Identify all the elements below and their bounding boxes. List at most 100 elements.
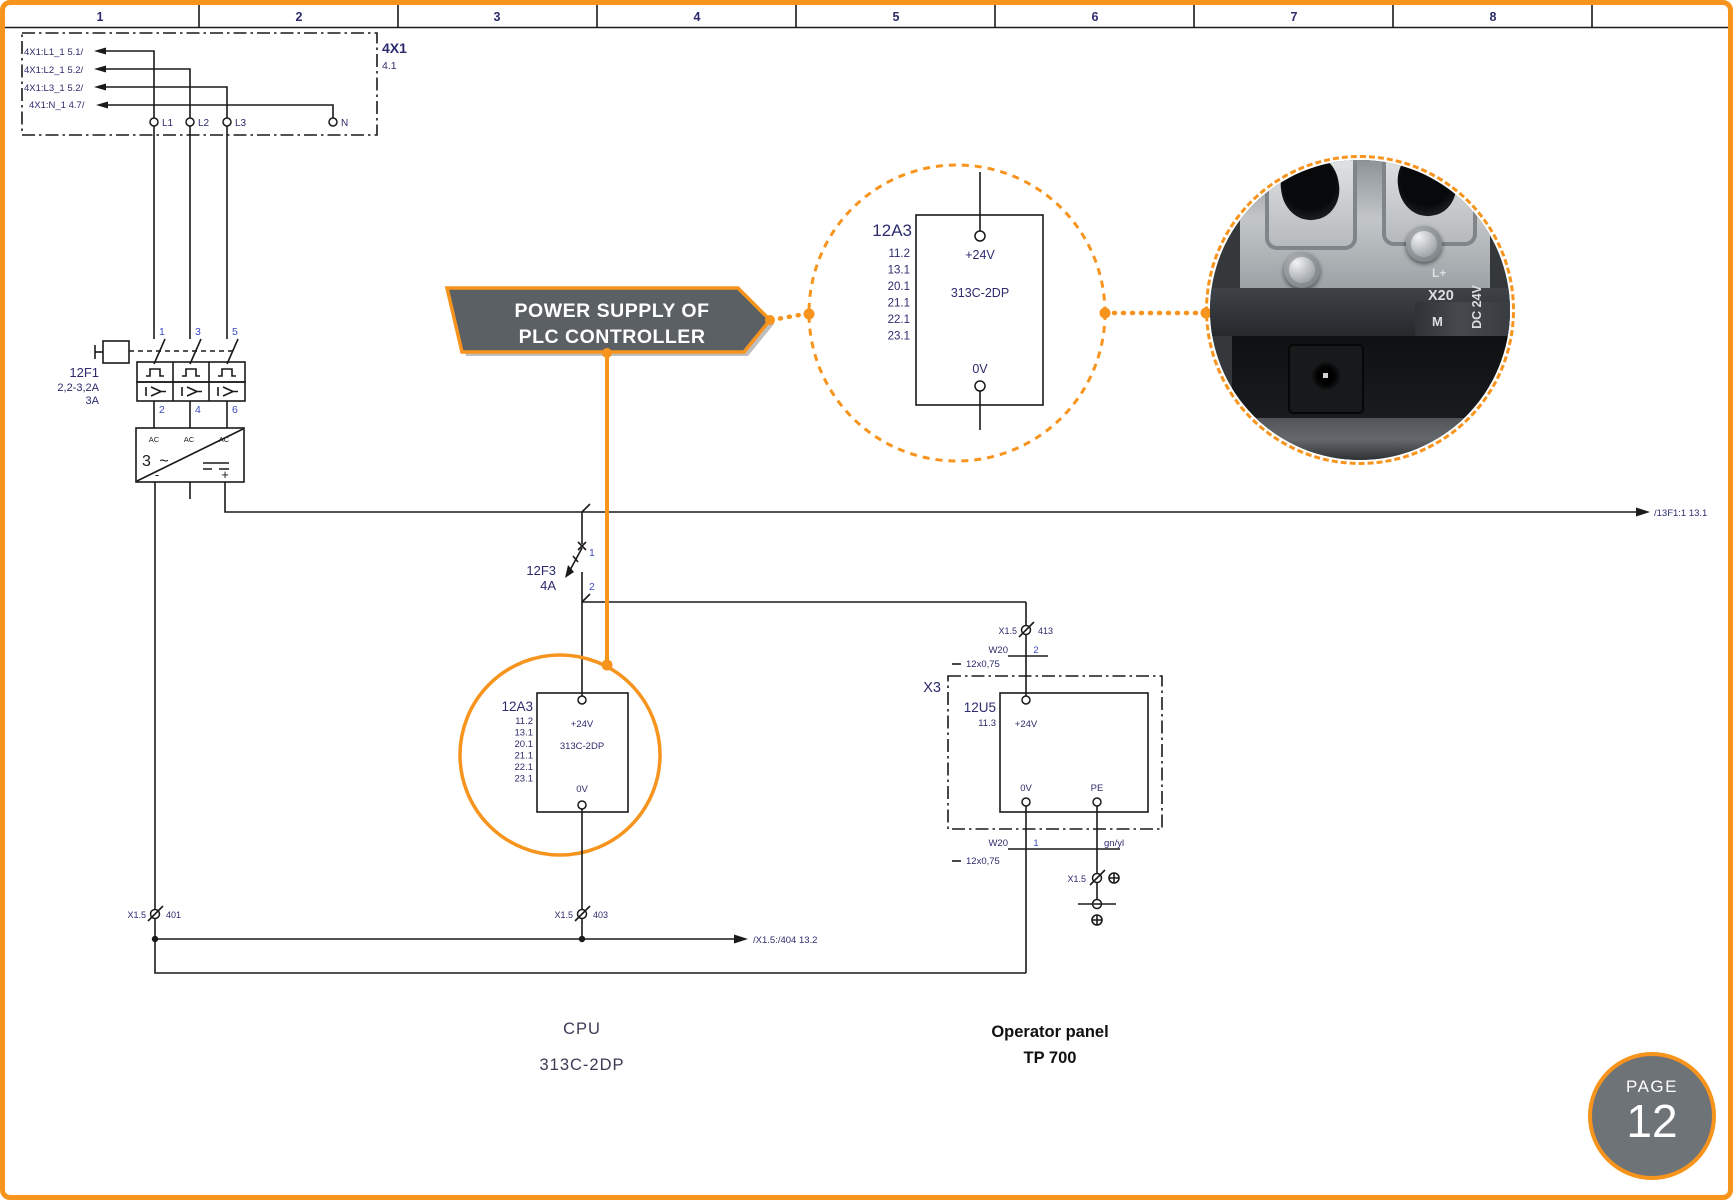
panel-pe-terminal: PE: [1091, 783, 1104, 794]
cpu-plc-block: 12A3 11.2 13.1 20.1 21.1 22.1 23.1 +24V …: [458, 653, 662, 939]
panel-zero-terminal: 0V: [1020, 783, 1032, 794]
page-badge-number: 12: [1626, 1095, 1678, 1147]
cable-w20-core-2: 2: [1033, 645, 1038, 656]
terminal-l1: L1: [162, 118, 174, 129]
caption-panel-type: TP 700: [1024, 1049, 1077, 1067]
cpu-ref-1: 11.2: [515, 716, 533, 727]
photo-screw: [1406, 226, 1442, 262]
connector-tag: 4X1: [382, 40, 407, 56]
zero-volt-bus: X1.5 401 /X1.5:/404 13.2: [127, 482, 1026, 974]
ruler-col-3: 3: [494, 10, 501, 24]
x15-413-strip: X1.5: [998, 626, 1017, 636]
operator-panel-circuit: X1.5 413 W20 2 12x0,75 X3 12U5 11.3 +24V…: [923, 602, 1163, 973]
cable-w20-spec-top: 12x0,75: [966, 659, 1000, 670]
feeder-label-l3: 4X1:L3_1 5.2/: [24, 83, 84, 94]
plc-terminal-photo: L+ X20 M DC 24V: [1210, 160, 1510, 460]
photo-label-m: M: [1432, 314, 1443, 329]
x15-401-strip: X1.5: [127, 910, 146, 920]
fuse-12f3: 12F3 4A 1 2: [526, 541, 1026, 696]
cpu-ref-2: 13.1: [515, 728, 534, 739]
ruler-col-6: 6: [1092, 10, 1099, 24]
12f3-tag: 12F3: [526, 563, 556, 578]
callout-banner: POWER SUPPLY OF PLC CONTROLLER: [444, 286, 805, 671]
ruler-col-5: 5: [893, 10, 900, 24]
terminal-n: N: [341, 118, 348, 129]
cpu-tag: 12A3: [501, 699, 533, 714]
caption-panel: Operator panel: [991, 1023, 1108, 1041]
ruler-col-4: 4: [694, 10, 701, 24]
earth-icon: [1091, 914, 1103, 926]
x15-pe-strip: X1.5: [1067, 874, 1086, 884]
bus-ref-404: /X1.5:/404 13.2: [753, 935, 817, 946]
cable-pe-color: gn/yl: [1104, 838, 1124, 849]
12f1-range: 2,2-3,2A: [57, 382, 99, 394]
detail-ref-5: 22.1: [888, 314, 910, 326]
cpu-ref-4: 21.1: [515, 751, 534, 762]
12f1-bottom-terminal-4: 4: [195, 404, 201, 416]
page-number-badge: PAGE 12: [1588, 1052, 1716, 1180]
12f3-rating: 4A: [540, 578, 556, 593]
page-badge-label: PAGE: [1626, 1077, 1678, 1096]
connector-sheet-ref: 4.1: [382, 60, 397, 72]
cpu-ref-6: 23.1: [515, 774, 534, 785]
photo-label-dc24v: DC 24V: [1470, 285, 1484, 329]
ruler-col-8: 8: [1490, 10, 1497, 24]
x15-403-pin: 403: [593, 910, 608, 920]
psu-minus: -: [155, 467, 159, 482]
motor-breaker-12f1: 1 3 5 12F1 2,2-3,2A 3A: [57, 326, 246, 428]
cable-w20-spec-bottom: 12x0,75: [966, 856, 1000, 867]
12f1-tag: 12F1: [69, 365, 99, 380]
x15-413-pin: 413: [1038, 626, 1053, 636]
psu-ac-2: AC: [184, 435, 195, 444]
cpu-ref-5: 22.1: [515, 762, 534, 773]
cpu-zero-terminal: 0V: [576, 784, 588, 795]
photo-power-plug: [1288, 344, 1364, 414]
detail-zero-terminal: 0V: [972, 362, 988, 376]
x3-tag: X3: [923, 680, 941, 696]
terminal-l3: L3: [235, 118, 247, 129]
incoming-supply-4x1: 4X1 4.1 4X1:L1_1 5.1/ 4X1:L2_1 5.2/ 4X1:…: [21, 32, 407, 339]
cable-w20-core-1: 1: [1033, 838, 1038, 849]
photo-label-lplus: L+: [1432, 266, 1447, 280]
psu-type: 3 ~: [142, 453, 171, 470]
power-supply-unit: AC AC AC 3 ~ - +: [135, 427, 245, 499]
detail-ref-6: 23.1: [888, 331, 910, 343]
psu-ac-1: AC: [149, 435, 160, 444]
detail-ref-4: 21.1: [888, 298, 910, 310]
ruler-col-7: 7: [1291, 10, 1298, 24]
detail-ref-3: 20.1: [888, 281, 910, 293]
photo-bottom-rail: [1210, 418, 1510, 460]
ruler-col-1: 1: [97, 10, 104, 24]
cpu-model: 313C-2DP: [560, 741, 604, 752]
bus-ref-right: /13F1:1 13.1: [1654, 508, 1707, 519]
detail-zoom-circle: 12A3 11.2 13.1 20.1 21.1 22.1 23.1 +24V …: [803, 163, 1212, 463]
12f1-top-terminal-3: 3: [195, 326, 201, 338]
cable-w20-tag-bottom: W20: [988, 838, 1008, 849]
detail-ref-2: 13.1: [888, 265, 910, 277]
detail-ref-1: 11.2: [888, 248, 910, 260]
ruler-col-2: 2: [296, 10, 303, 24]
detail-tag: 12A3: [872, 221, 912, 240]
x15-403-strip: X1.5: [554, 910, 573, 920]
panel-plus-terminal: +24V: [1015, 719, 1038, 730]
captions: CPU 313C-2DP Operator panel TP 700: [539, 1020, 1108, 1074]
12f1-bottom-terminal-6: 6: [232, 404, 238, 416]
psu-plus: +: [221, 467, 229, 482]
cpu-plus-terminal: +24V: [571, 719, 594, 730]
12f1-setting: 3A: [86, 395, 100, 407]
12f1-top-terminal-5: 5: [232, 326, 238, 338]
earth-icon: [1108, 872, 1120, 884]
caption-cpu-model: 313C-2DP: [539, 1056, 624, 1074]
12f1-bottom-terminal-2: 2: [159, 404, 165, 416]
x15-401-pin: 401: [166, 910, 181, 920]
detail-plus-terminal: +24V: [965, 248, 995, 262]
banner-line1: POWER SUPPLY OF: [515, 300, 710, 322]
photo-label-x20: X20: [1428, 288, 1454, 304]
photo-terminal-recess: [1232, 336, 1510, 424]
feeder-label-l2: 4X1:L2_1 5.2/: [24, 65, 84, 76]
12f1-top-terminal-1: 1: [159, 326, 165, 338]
caption-cpu: CPU: [563, 1020, 601, 1038]
psu-ac-3: AC: [219, 435, 230, 444]
